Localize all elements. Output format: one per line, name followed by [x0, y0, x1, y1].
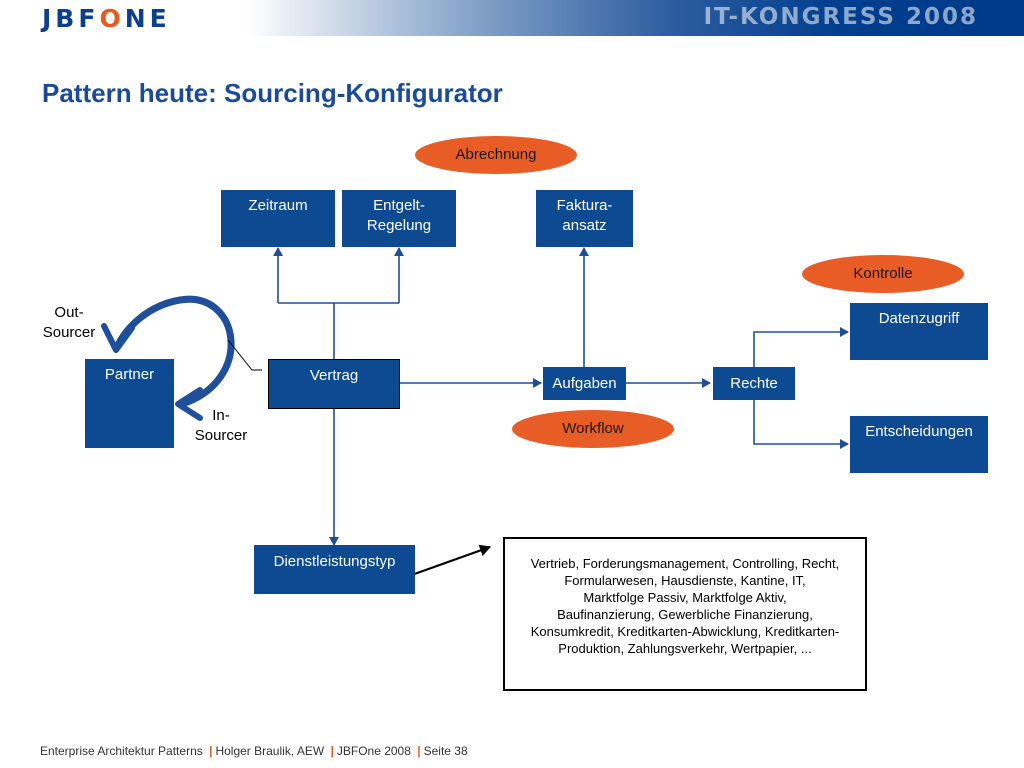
label-out-sourcer: Out-Sourcer: [42, 304, 96, 341]
box-partner: Partner: [85, 359, 174, 448]
box-datenzugriff: Datenzugriff: [850, 303, 988, 360]
oval-workflow: Workflow: [512, 410, 674, 448]
congress-title: IT-KONGRESS 2008: [703, 4, 978, 30]
sourcer-arrowhead-top: [101, 323, 135, 353]
footer: Enterprise Architektur Patterns |Holger …: [40, 744, 468, 758]
info-line: Produktion, Zahlungsverkehr, Wertpapier,…: [558, 641, 812, 656]
footer-topic: Enterprise Architektur Patterns: [40, 744, 203, 758]
service-types-box: Vertrieb, Forderungsmanagement, Controll…: [503, 537, 867, 691]
footer-author: Holger Braulik, AEW: [215, 744, 325, 758]
label-in-sourcer: In-Sourcer: [194, 407, 248, 444]
footer-separator: |: [417, 744, 421, 758]
leader-line: [227, 339, 262, 371]
oval-abrechnung: Abrechnung: [415, 136, 577, 174]
box-dienstleistungstyp: Dienstleistungstyp: [254, 545, 415, 594]
connector-rechte-up: [753, 327, 849, 367]
box-faktura-ansatz: Faktura-ansatz: [536, 190, 633, 247]
arrow-to-info-box: [405, 544, 491, 578]
sourcer-curve-arrow: [114, 295, 235, 408]
box-vertrag: Vertrag: [268, 359, 400, 409]
footer-separator: |: [209, 744, 213, 758]
info-line: Baufinanzierung, Gewerbliche Finanzierun…: [557, 607, 813, 622]
sourcer-arrowhead-bottom: [175, 387, 203, 421]
footer-separator: |: [330, 744, 334, 758]
header-band: [0, 0, 1024, 36]
info-line: Marktfolge Passiv, Marktfolge Aktiv,: [583, 590, 787, 605]
box-zeitraum: Zeitraum: [221, 190, 335, 247]
info-line: Formularwesen, Hausdienste, Kantine, IT,: [564, 573, 806, 588]
jbfone-logo: JBFONE: [42, 4, 171, 33]
oval-kontrolle: Kontrolle: [802, 255, 964, 293]
info-line: Konsumkredit, Kreditkarten-Abwicklung, K…: [530, 624, 840, 639]
box-entscheidungen: Entscheidungen: [850, 416, 988, 473]
footer-event: JBFOne 2008: [336, 744, 411, 758]
connector-rechte-down: [753, 400, 849, 449]
box-rechte: Rechte: [713, 367, 795, 400]
box-aufgaben: Aufgaben: [543, 367, 626, 400]
page-title: Pattern heute: Sourcing-Konfigurator: [42, 78, 503, 108]
box-entgelt-regelung: Entgelt-Regelung: [342, 190, 456, 247]
footer-page: Seite 38: [423, 744, 468, 758]
info-line: Vertrieb, Forderungsmanagement, Controll…: [530, 556, 840, 571]
